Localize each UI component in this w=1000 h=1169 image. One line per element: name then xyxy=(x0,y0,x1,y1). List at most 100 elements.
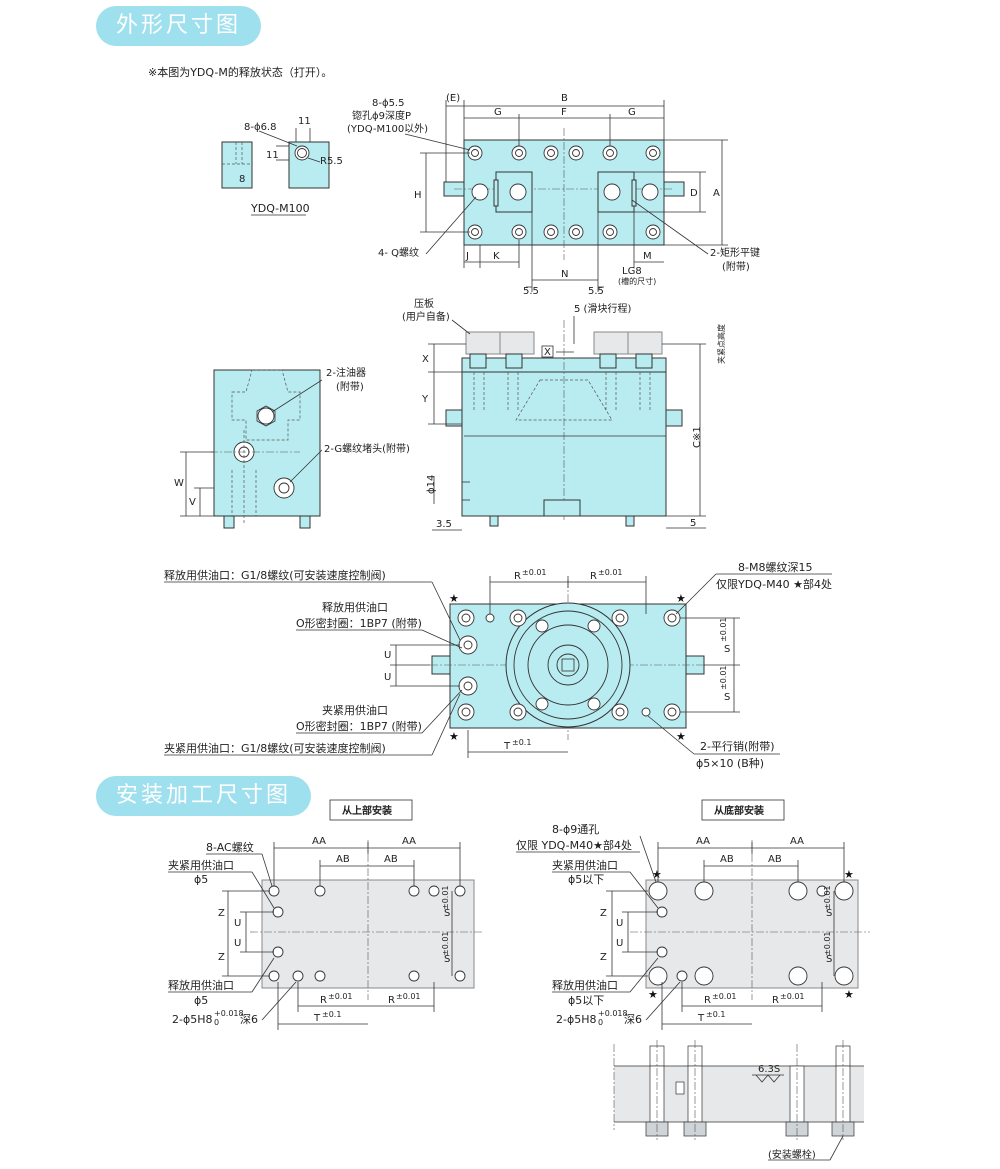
plan-dim-S-bottom: S xyxy=(724,692,730,703)
dim-phi14: ϕ14 xyxy=(426,475,437,494)
dim-5-5-right: 5.5 xyxy=(588,286,604,297)
install-bottom-S-bottom-tol: ±0.01 xyxy=(823,931,832,956)
install-top-clamp-label: 夹紧用供油口 xyxy=(168,858,234,872)
dim-Y: Y xyxy=(421,394,429,405)
clamp-oring-label: O形密封圈：1BP7 (附带) xyxy=(296,719,422,733)
dim-F: F xyxy=(561,107,567,118)
install-top-clamp-dia: ϕ5 xyxy=(194,873,208,886)
install-bottom-holes-note: 仅限 YDQ-M40★部4处 xyxy=(516,838,632,852)
mounting-section: 6.3S (安装螺栓) xyxy=(613,1040,864,1161)
install-bottom-S-top-tol: ±0.01 xyxy=(823,885,832,910)
installation-dimensions-banner: 安装加工尺寸图 xyxy=(96,776,312,816)
install-top-AB-right: AB xyxy=(384,854,398,865)
roughness-mark: 6.3S xyxy=(758,1064,780,1075)
front-view: X Y ϕ14 3.5 夹紧点高度 C※1 5 X 压板 (用户自备) 5 (滑… xyxy=(402,297,726,531)
plan-dim-R-left-tol: ±0.01 xyxy=(522,568,547,577)
dim-C: C※1 xyxy=(692,426,703,448)
side-view: W V 2-注油器 (附带) 2-G螺纹堵头(附带) xyxy=(174,366,410,529)
install-top: 从上部安装 AA AA AB AB Z Z U xyxy=(168,799,484,1030)
dim-LG8: LG8 xyxy=(622,266,642,277)
plan-dim-S-bottom-tol: ±0.01 xyxy=(719,665,728,690)
dim-B: B xyxy=(561,93,568,104)
star-mark-tr: ★ xyxy=(676,592,686,605)
dim-G-right: G xyxy=(628,107,636,118)
plan-dim-R-left: R xyxy=(514,571,521,582)
release-port-sub-label: 释放用供油口 xyxy=(322,600,388,614)
release-oring-label: O形密封圈：1BP7 (附带) xyxy=(296,616,422,630)
install-bottom-T-tol: ±0.1 xyxy=(706,1010,725,1019)
install-bottom-clamp-dia: ϕ5以下 xyxy=(568,873,604,886)
m100-radius: R5.5 xyxy=(320,156,343,167)
m100-dim-11-side: 11 xyxy=(266,150,279,161)
pin-size: ϕ5×10 (B种) xyxy=(696,756,764,770)
install-bottom-star-tr: ★ xyxy=(844,868,854,881)
install-bottom-release-label: 释放用供油口 xyxy=(552,978,618,992)
install-top-Z-bottom: Z xyxy=(218,952,225,963)
install-bottom-S-bottom: S xyxy=(826,954,832,965)
install-top-AB-left: AB xyxy=(336,854,350,865)
plan-dim-S-top-tol: ±0.01 xyxy=(719,617,728,642)
install-bottom-U-bottom: U xyxy=(616,938,623,949)
dim-V: V xyxy=(189,497,196,508)
install-bottom-title: 从底部安装 xyxy=(714,804,764,817)
dim-H: H xyxy=(414,190,422,201)
install-bottom-holes xyxy=(648,881,854,986)
plan-dim-T-tol: ±0.1 xyxy=(512,738,531,747)
m8-thread-note: 仅限YDQ-M40 ★部4处 xyxy=(716,577,832,591)
top-view: (E) B G F G H D A J K N 5.5 5.5 M xyxy=(347,93,760,297)
key-note: (附带) xyxy=(722,260,750,273)
install-top-S-bottom-tol: ±0.01 xyxy=(441,931,450,956)
install-bottom-pin-tol-hi: +0.018 xyxy=(598,1009,628,1018)
state-note: ※本图为YDQ-M的释放状态（打开）。 xyxy=(148,66,333,79)
m8-thread-label: 8-M8螺纹深15 xyxy=(738,560,812,574)
dim-W: W xyxy=(174,478,184,489)
dim-A: A xyxy=(713,188,720,199)
plan-dim-U-top: U xyxy=(384,650,391,661)
dim-K: K xyxy=(493,251,500,262)
install-top-T: T xyxy=(313,1013,321,1024)
dim-5: 5 xyxy=(690,518,696,529)
install-bottom-R-right-tol: ±0.01 xyxy=(780,992,805,1001)
install-bottom-star-tl: ★ xyxy=(652,868,662,881)
install-top-R-right: R xyxy=(388,995,395,1006)
dim-X: X xyxy=(422,354,429,365)
section-bolt-2 xyxy=(683,1040,707,1140)
install-top-AA-right: AA xyxy=(402,836,416,847)
dim-N: N xyxy=(561,269,568,280)
mounting-bolt-label: (安装螺栓) xyxy=(768,1148,816,1161)
m100-detail: 8-ϕ6.8 11 11 8 R5.5 YDQ-M100 xyxy=(221,116,343,216)
m100-holes-label: 8-ϕ6.8 xyxy=(244,122,276,133)
install-bottom-S-top: S xyxy=(826,908,832,919)
star-mark-br: ★ xyxy=(676,730,686,743)
install-bottom-clamp-label: 夹紧用供油口 xyxy=(552,858,618,872)
top-holes-label-3: (YDQ-M100以外) xyxy=(347,123,428,135)
install-bottom-R-right: R xyxy=(772,995,779,1006)
install-bottom-pin-tol-lo: 0 xyxy=(598,1018,603,1027)
outline-dimensions-title: 外形尺寸图 xyxy=(116,13,242,38)
install-bottom-AA-left: AA xyxy=(696,836,710,847)
install-bottom-holes-label: 8-ϕ9通孔 xyxy=(552,823,599,836)
install-bottom-AB-right: AB xyxy=(768,854,782,865)
install-bottom-star-bl: ★ xyxy=(648,988,658,1001)
install-top-pin-tol-hi: +0.018 xyxy=(214,1009,244,1018)
install-top-S-top-tol: ±0.01 xyxy=(441,885,450,910)
clamp-port-label: 夹紧用供油口：G1/8螺纹(可安装速度控制阀) xyxy=(164,741,386,755)
q-thread-label: 4- Q螺纹 xyxy=(378,246,419,259)
top-holes-label-2: 锪孔ϕ9深度P xyxy=(352,109,411,122)
install-top-T-tol: ±0.1 xyxy=(322,1010,341,1019)
install-bottom-R-left-tol: ±0.01 xyxy=(712,992,737,1001)
install-top-release-dia: ϕ5 xyxy=(194,994,208,1007)
oiler-note: (附带) xyxy=(336,380,364,393)
install-top-S-bottom: S xyxy=(444,954,450,965)
outline-dimensions-banner: 外形尺寸图 xyxy=(96,6,262,46)
oiler-label: 2-注油器 xyxy=(326,366,366,379)
dim-E: (E) xyxy=(446,93,460,104)
install-bottom-pin-label: 2-ϕ5H8 xyxy=(556,1013,597,1026)
clamp-port-sub-label: 夹紧用供油口 xyxy=(322,703,388,717)
dim-M: M xyxy=(643,251,652,262)
install-top-pin-depth: 深6 xyxy=(240,1013,258,1026)
install-top-title: 从上部安装 xyxy=(342,804,392,817)
dim-G-left: G xyxy=(494,107,502,118)
install-bottom-T: T xyxy=(697,1013,705,1024)
